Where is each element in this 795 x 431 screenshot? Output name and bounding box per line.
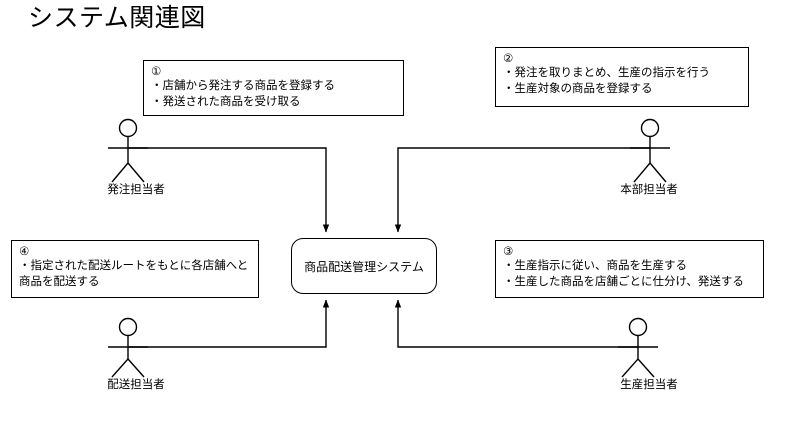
actor-figure-top-left [108,118,148,183]
system-box: 商品配送管理システム [291,238,437,294]
connector-bottom-right-to-system [394,299,638,348]
note-box-1-id: ① [151,66,162,78]
note-box-1: ① ・店舗から発注する商品を登録する ・発送された商品を受け取る [143,60,404,116]
actor-label-bottom-right: 生産担当者 [620,379,678,391]
note-box-3-id: ③ [503,246,514,258]
note-box-2-id: ② [503,53,514,65]
actor-figure-top-right [630,118,670,183]
connector-top-right-to-system [394,147,650,233]
note-box-4-line-1: ・指定された配送ルートをもとに各店舗へと商品を配送する [19,260,249,288]
note-box-3: ③ ・生産指示に従い、商品を生産する ・生産した商品を店舗ごとに仕分け、発送する [495,240,764,298]
connector-top-left-to-system [128,147,330,233]
note-box-3-line-2: ・生産した商品を店舗ごとに仕分け、発送する [503,275,744,288]
note-box-2-line-1: ・発注を取りまとめ、生産の指示を行う [503,67,710,79]
actor-label-bottom-left: 配送担当者 [107,379,165,391]
actor-label-top-left: 発注担当者 [107,184,165,196]
actor-figure-bottom-right [618,317,658,378]
note-box-2-line-2: ・生産対象の商品を登録する [503,82,653,95]
note-box-2: ② ・発注を取りまとめ、生産の指示を行う ・生産対象の商品を登録する [495,47,749,107]
note-box-1-line-1: ・店舗から発注する商品を登録する [151,80,335,92]
page-title: システム関連図 [28,4,206,32]
note-box-4: ④ ・指定された配送ルートをもとに各店舗へと商品を配送する [11,240,259,298]
actor-label-top-right: 本部担当者 [620,184,678,196]
system-box-label: 商品配送管理システム [304,259,424,274]
note-box-4-id: ④ [19,246,30,258]
note-box-1-line-2: ・発送された商品を受け取る [151,95,301,108]
actor-figure-bottom-left [108,317,148,378]
note-box-3-line-1: ・生産指示に従い、商品を生産する [503,260,687,272]
connector-bottom-left-to-system [128,299,330,348]
